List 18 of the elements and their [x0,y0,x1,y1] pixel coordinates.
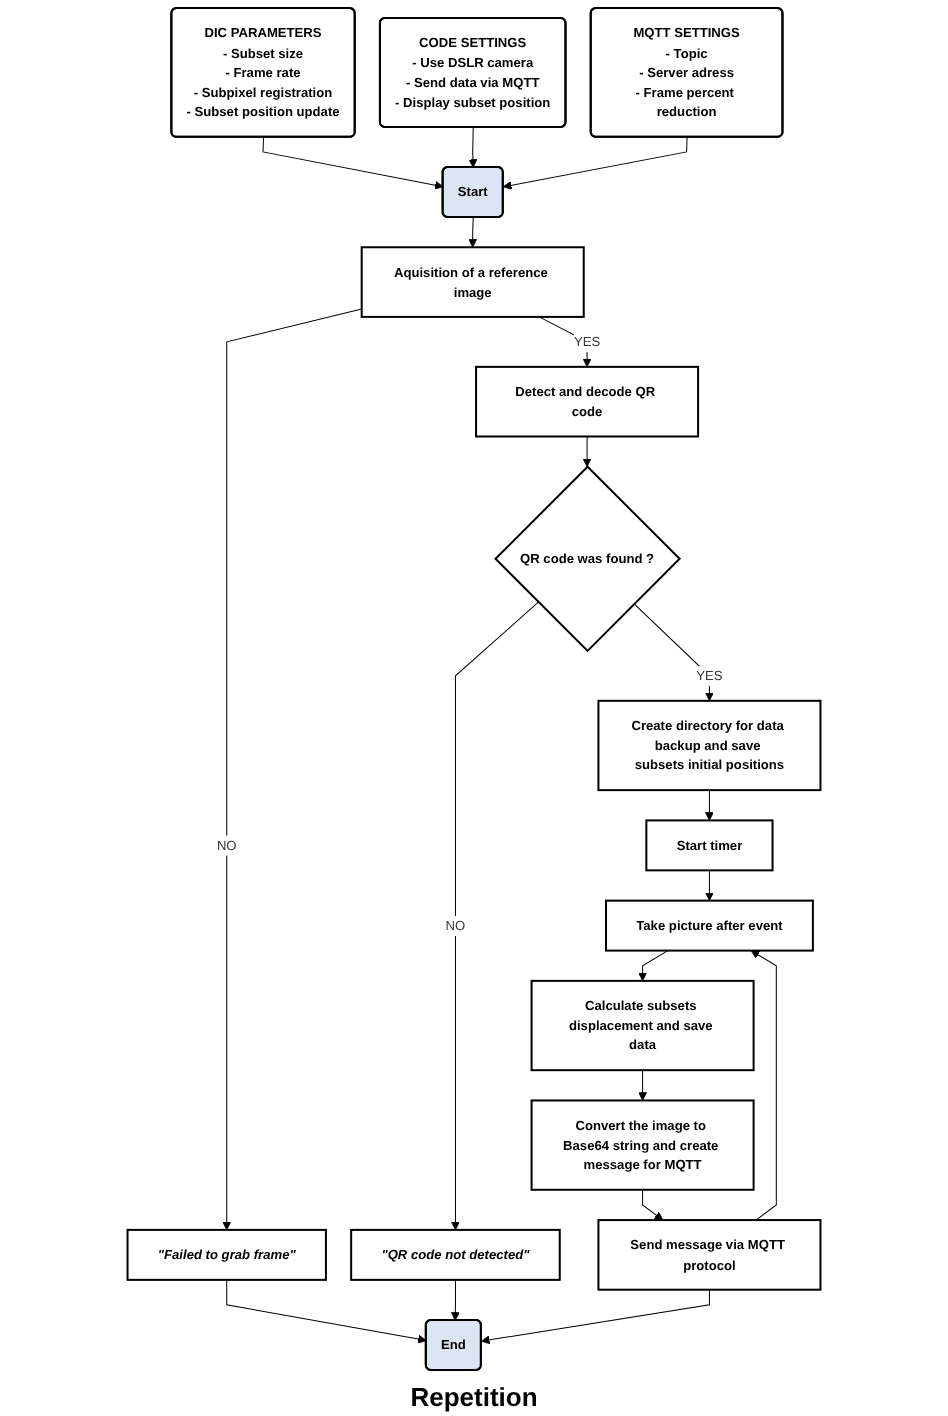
arrow [226,1279,427,1344]
arrow [468,126,478,168]
arrow [262,136,444,190]
arrow [502,136,688,190]
arrow [633,603,714,702]
arrow [582,436,592,468]
arrow [750,950,777,1221]
note-text: Repetition [410,1382,538,1412]
arrow [222,308,363,1231]
arrow [642,1189,664,1221]
arrow [468,217,478,248]
arrow [705,869,714,902]
arrow [451,601,539,1231]
arrow [638,950,669,982]
arrow [638,1069,648,1101]
arrow [705,789,714,821]
arrow [450,1279,460,1321]
arrow [481,1289,710,1345]
